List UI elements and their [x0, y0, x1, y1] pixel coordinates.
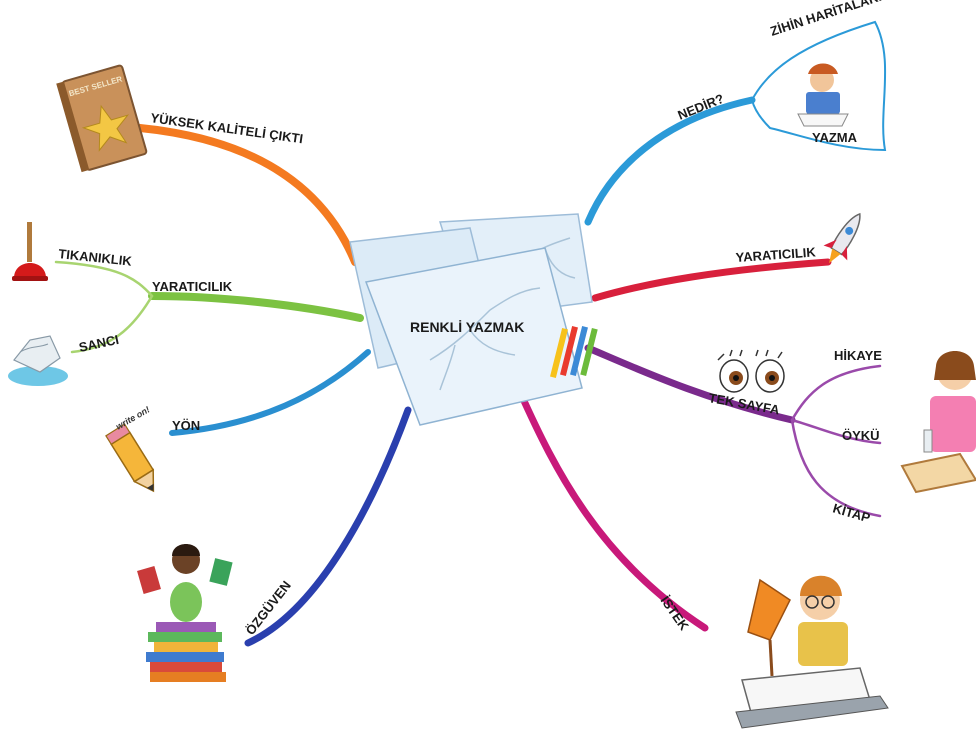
branch-ozguven — [244, 406, 412, 647]
paper-front — [364, 247, 583, 426]
label-zihin-haritalari: ZİHİN HARİTALARI — [768, 0, 883, 39]
branch-yaraticilik-right — [591, 258, 832, 302]
branch-zihin-haritalari — [751, 20, 887, 152]
branch-yon — [169, 349, 371, 436]
woman-on-books-icon — [137, 544, 233, 682]
branch-sanci — [70, 294, 154, 354]
reading-person-icon — [797, 63, 849, 127]
plunger-icon — [12, 222, 48, 281]
pencil-note: write on! — [114, 404, 151, 431]
eyes-icon — [717, 349, 785, 393]
label-yuksek-kaliteli-cikti: YÜKSEK KALİTELİ ÇIKTI — [150, 110, 304, 146]
branch-nedir — [584, 96, 756, 226]
label-sanci: SANCI — [78, 332, 121, 355]
branch-tikaniklik — [54, 260, 154, 298]
label-tek-sayfa: TEK SAYFA — [707, 390, 781, 417]
label-oyku: ÖYKÜ — [842, 428, 880, 443]
center-node: RENKLİ YAZMAK — [349, 213, 598, 426]
label-yaraticilik-left: YARATICILIK — [152, 279, 233, 294]
paper-front-sketch — [429, 287, 541, 391]
drowning-figure-icon — [8, 335, 68, 386]
label-hikaye: HİKAYE — [834, 348, 882, 363]
pencil-icon — [105, 423, 155, 493]
label-kitap: KİTAP — [831, 500, 872, 525]
branch-tek-sayfa — [584, 344, 796, 424]
branch-yuksek-kaliteli-cikti — [136, 124, 359, 266]
branch-lines — [54, 20, 887, 647]
center-title: RENKLİ YAZMAK — [410, 319, 524, 335]
branch-yaraticilik-left — [148, 292, 364, 322]
label-yaraticilik-right: YARATICILIK — [735, 244, 817, 265]
label-yon: YÖN — [172, 418, 200, 433]
label-yazma: YAZMA — [812, 130, 858, 145]
branch-oyku — [790, 418, 882, 445]
girl-with-tray-icon — [900, 351, 976, 494]
marker-pens-icon — [550, 326, 598, 378]
branch-kitap — [790, 418, 882, 518]
label-tikaniklik: TIKANIKLIK — [58, 246, 133, 269]
branch-istek — [516, 388, 709, 632]
branch-hikaye — [790, 364, 882, 422]
best-seller-book-icon: BEST SELLER — [56, 64, 148, 173]
man-writing-icon — [735, 575, 889, 729]
rocket-icon — [823, 212, 861, 264]
